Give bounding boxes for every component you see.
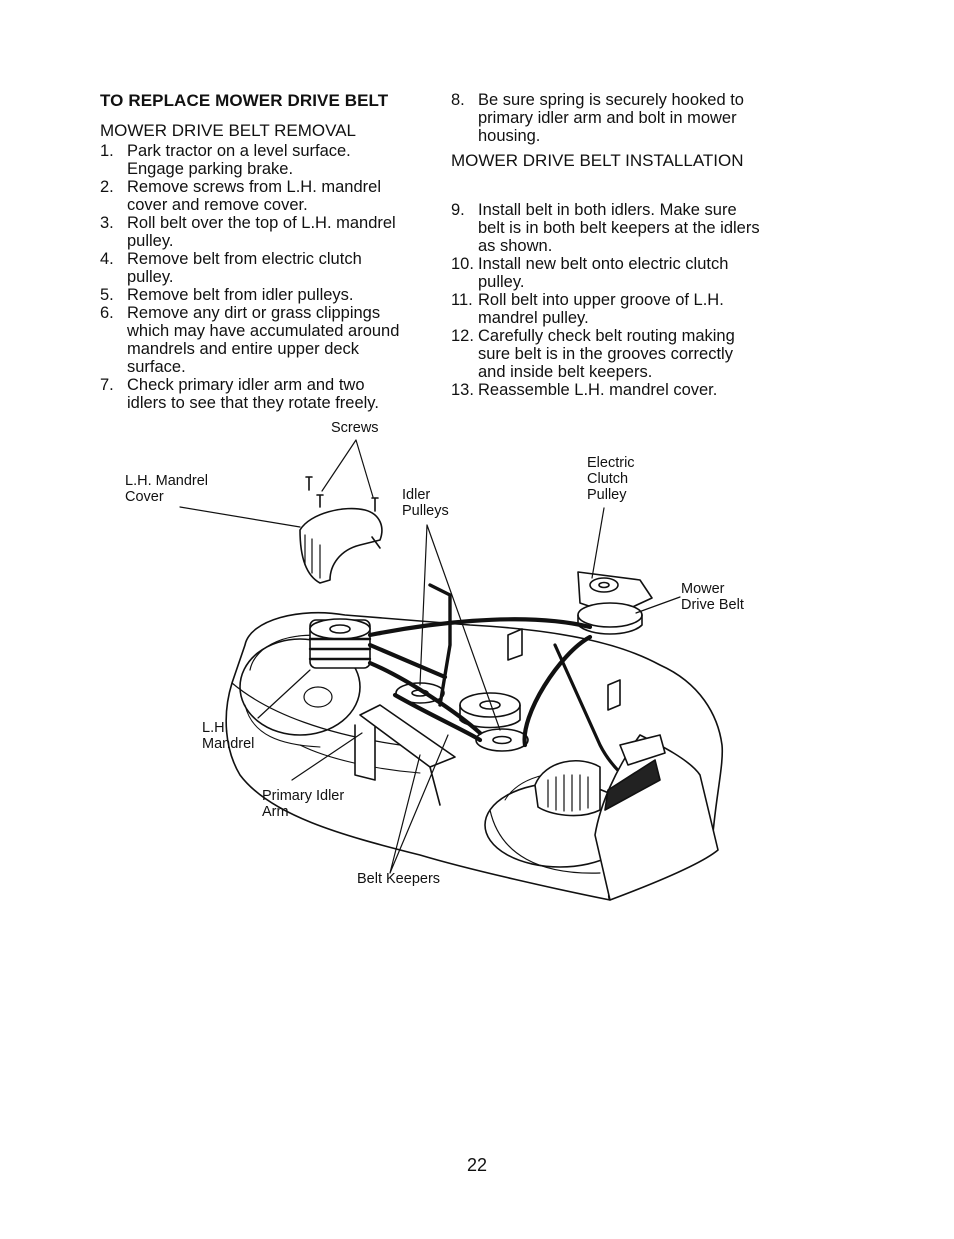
leader-screws xyxy=(321,439,374,498)
mower-deck-illustration xyxy=(179,439,724,901)
screw-left xyxy=(305,476,313,491)
step-text: Be sure spring is securely hooked to pri… xyxy=(478,91,744,145)
drive-belt-path xyxy=(367,617,593,748)
page-number: 22 xyxy=(466,1155,488,1175)
step-text: Carefully check belt routing making sure… xyxy=(478,327,735,381)
step-text: Remove belt from idler pulleys. xyxy=(127,286,354,304)
label-lh-mandrel-cover: L.H. Mandrel Cover xyxy=(125,473,209,505)
leader-idler-pulleys xyxy=(419,524,501,731)
removal-subheading: MOWER DRIVE BELT REMOVAL xyxy=(100,121,356,140)
mower-deck-figure: Screws L.H. Mandrel Cover Idler Pulleys … xyxy=(0,415,954,915)
step-number: 11. xyxy=(451,291,473,309)
step-text: Check primary idler arm and two idlers t… xyxy=(127,376,379,412)
step-number: 12. xyxy=(451,327,474,345)
step-text: Remove screws from L.H. mandrel cover an… xyxy=(127,178,381,214)
step-number: 6. xyxy=(100,304,114,322)
step-number: 1. xyxy=(100,142,114,160)
label-idler-pulleys: Idler Pulleys xyxy=(402,487,449,519)
removal-steps-column-2: 8. Be sure spring is securely hooked to … xyxy=(451,91,781,145)
label-screws: Screws xyxy=(331,420,379,436)
screw-middle xyxy=(316,494,324,508)
step-number: 4. xyxy=(100,250,114,268)
step-number: 7. xyxy=(100,376,114,394)
leader-mower-drive-belt xyxy=(635,596,681,614)
step-number: 9. xyxy=(451,201,465,219)
left-deck-dome xyxy=(239,638,361,736)
installation-steps: 9. Install belt in both idlers. Make sur… xyxy=(451,201,781,399)
step-text: Remove belt from electric clutch pulley. xyxy=(127,250,362,286)
step-item: 7. Check primary idler arm and two idler… xyxy=(100,376,430,412)
step-item: 6. Remove any dirt or grass clippings wh… xyxy=(100,304,430,376)
step-item: 3. Roll belt over the top of L.H. mandre… xyxy=(100,214,430,250)
step-text: Roll belt over the top of L.H. mandrel p… xyxy=(127,214,396,250)
leader-lh-mandrel-cover xyxy=(179,506,301,528)
step-text: Roll belt into upper groove of L.H. mand… xyxy=(478,291,724,327)
section-heading: TO REPLACE MOWER DRIVE BELT xyxy=(100,91,389,110)
step-text: Remove any dirt or grass clippings which… xyxy=(127,304,400,376)
step-text: Install new belt onto electric clutch pu… xyxy=(478,255,729,291)
center-mandrel-pulley xyxy=(459,692,521,718)
step-item: 13. Reassemble L.H. mandrel cover. xyxy=(451,381,781,399)
label-belt-keepers: Belt Keepers xyxy=(357,871,441,887)
step-number: 5. xyxy=(100,286,114,304)
label-electric-clutch-pulley: Electric Clutch Pulley xyxy=(587,455,635,503)
idler-pulley-lower xyxy=(475,728,529,752)
leader-electric-clutch-pulley xyxy=(591,507,605,579)
step-item: 5. Remove belt from idler pulleys. xyxy=(100,286,430,304)
step-item: 11. Roll belt into upper groove of L.H. … xyxy=(451,291,781,327)
step-item: 10. Install new belt onto electric clutc… xyxy=(451,255,781,291)
screw-right xyxy=(371,497,379,512)
step-item: 8. Be sure spring is securely hooked to … xyxy=(451,91,781,145)
step-number: 13. xyxy=(451,381,474,399)
label-mower-drive-belt: Mower Drive Belt xyxy=(681,581,744,613)
step-item: 4. Remove belt from electric clutch pull… xyxy=(100,250,430,286)
label-lh-mandrel: L.H. Mandrel xyxy=(202,720,255,752)
removal-steps-column-1: 1. Park tractor on a level surface. Enga… xyxy=(100,142,430,412)
installation-subheading: MOWER DRIVE BELT INSTALLATION xyxy=(451,151,744,170)
leader-primary-idler-arm xyxy=(291,732,363,781)
leader-belt-keepers xyxy=(389,734,449,874)
step-item: 12. Carefully check belt routing making … xyxy=(451,327,781,381)
primary-idler-arm xyxy=(359,704,456,768)
step-number: 3. xyxy=(100,214,114,232)
step-item: 2. Remove screws from L.H. mandrel cover… xyxy=(100,178,430,214)
step-number: 8. xyxy=(451,91,465,109)
step-number: 2. xyxy=(100,178,114,196)
step-number: 10. xyxy=(451,255,474,273)
step-text: Park tractor on a level surface. Engage … xyxy=(127,142,351,178)
discharge-chute xyxy=(594,734,719,901)
step-item: 1. Park tractor on a level surface. Enga… xyxy=(100,142,430,178)
label-primary-idler-arm: Primary Idler Arm xyxy=(262,788,345,820)
step-item: 9. Install belt in both idlers. Make sur… xyxy=(451,201,781,255)
step-text: Reassemble L.H. mandrel cover. xyxy=(478,381,718,399)
step-text: Install belt in both idlers. Make sure b… xyxy=(478,201,760,255)
leader-lh-mandrel xyxy=(257,669,311,719)
